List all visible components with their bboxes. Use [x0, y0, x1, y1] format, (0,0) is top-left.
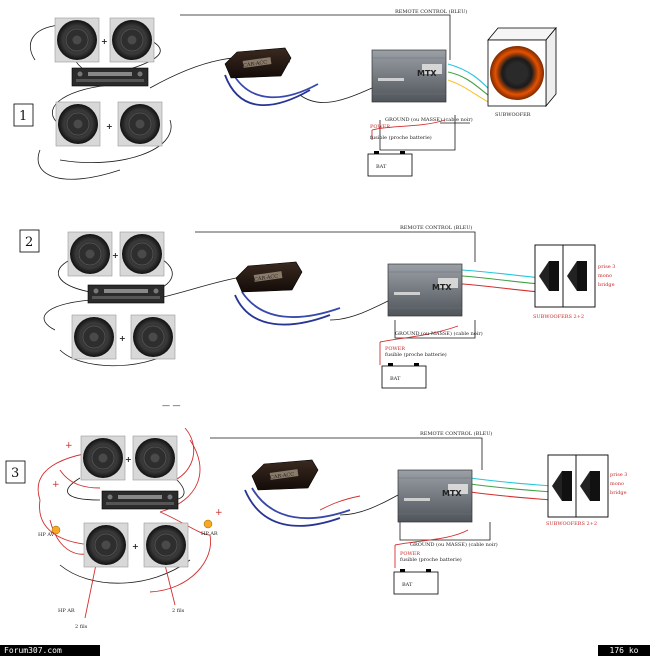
panel-3-side-label-1: prise 3 — [610, 472, 628, 478]
panel-3-plus-rear: + — [132, 542, 139, 551]
panel-1-plus-rear: + — [106, 122, 113, 131]
panel-2: 2 + + CAR-ACC — [19, 224, 616, 389]
panel-1-number: 1 — [19, 109, 27, 124]
panel-3-battery — [393, 568, 439, 595]
panel-3-rca — [244, 487, 351, 527]
panel-2-number-box — [19, 229, 40, 253]
panel-2-speaker-rear-right — [130, 314, 176, 360]
panel-2-plus-rear: + — [119, 334, 126, 343]
panel-2-speaker-rear-left — [71, 314, 117, 360]
panel-2-ground-label: GROUND (ou MASSE) (cable noir) — [395, 330, 483, 337]
panel-2-subwoofer-box — [534, 244, 596, 308]
panel-3-sub-label: SUBWOOFERS 2+2 — [546, 521, 597, 527]
panel-3-subwoofer-box — [547, 454, 609, 518]
panel-3: 3 — [5, 427, 628, 630]
panel-3-plus-2: + — [65, 441, 73, 451]
panel-3-head-unit — [101, 490, 179, 510]
panel-3-tap-left — [51, 525, 61, 535]
panel-1-speaker-rear-left — [55, 101, 101, 147]
panel-2-battery-label: BAT — [390, 376, 401, 382]
panel-1-battery — [367, 150, 413, 177]
panel-1-speaker-front-left — [54, 17, 100, 63]
panel-1-speaker-rear-right — [117, 101, 163, 147]
panel-2-plus-front: + — [112, 251, 119, 260]
panel-2-rca — [234, 291, 341, 326]
panel-2-converter-brand: CAR-ACC — [254, 274, 279, 283]
panel-1-remote-label: REMOTE CONTROL (BLEU) — [395, 8, 467, 15]
panel-1-battery-label: BAT — [376, 164, 387, 170]
panel-1-subwoofer — [487, 26, 557, 108]
panel-1-plus-front: + — [101, 37, 108, 46]
panel-1-sub-wires — [447, 63, 493, 105]
panel-1-number-box — [13, 103, 34, 127]
panel-2-fuse-label: fusible (proche batterie) — [385, 351, 447, 358]
panel-2-speaker-front-right — [119, 231, 165, 277]
panel-2-battery — [381, 362, 427, 389]
panel-1-amp-brand: MTX — [417, 69, 437, 78]
panel-3-amp-brand: MTX — [442, 489, 462, 498]
panel-3-tap-right — [203, 519, 213, 529]
panel-3-out-label-1: HP AV — [38, 532, 55, 538]
footer-bar: Forum307.com 176 ko — [0, 645, 650, 656]
panel-3-speaker-front-left — [80, 435, 126, 481]
panel-1-converter-brand: CAR-ACC — [243, 60, 268, 69]
panel-2-sub-wires — [461, 269, 541, 293]
panel-2-side-label-3: bridge — [598, 282, 615, 288]
panel-3-sub-wires — [469, 477, 553, 501]
loose-dashes: — — — [162, 401, 181, 410]
panel-3-power-label: POWER — [400, 551, 420, 557]
panel-3-side-label-2: mono — [610, 481, 624, 487]
panel-3-plus-1: + — [52, 480, 60, 490]
panel-2-side-label-1: prise 3 — [598, 264, 616, 270]
panel-2-amp-brand: MTX — [432, 283, 452, 292]
panel-1-fuse-label: fusible (proche batterie) — [370, 134, 432, 141]
panel-3-fuse-label: fusible (proche batterie) — [400, 556, 462, 563]
panel-1-speaker-front-right — [109, 17, 155, 63]
panel-3-battery-label: BAT — [402, 582, 413, 588]
panel-1-ground-label: GROUND (ou MASSE) (cable noir) — [385, 116, 473, 123]
panel-3-out-label-3: HP AR — [58, 608, 75, 614]
panel-3-speaker-rear-left — [83, 522, 129, 568]
panel-3-plus-front: + — [125, 455, 132, 464]
footer-site: Forum307.com — [0, 645, 100, 656]
panel-3-tap-label-2: 2 fils — [172, 608, 185, 614]
panel-3-speaker-front-right — [132, 435, 178, 481]
panel-3-converter-brand: CAR-ACC — [270, 472, 295, 481]
panel-2-speaker-front-left — [67, 231, 113, 277]
panel-2-sub-label: SUBWOOFERS 2+2 — [533, 314, 584, 320]
panel-3-remote-label: REMOTE CONTROL (BLEU) — [420, 430, 492, 437]
panel-2-head-unit — [87, 284, 165, 304]
panel-3-number-box — [5, 460, 26, 484]
panel-1-power-label: POWER — [370, 124, 390, 130]
panel-2-remote-label: REMOTE CONTROL (BLEU) — [400, 224, 472, 231]
panel-3-number: 3 — [11, 466, 19, 481]
panel-2-side-label-2: mono — [598, 273, 612, 279]
panel-3-side-label-3: bridge — [610, 490, 627, 496]
panel-3-out-label-2: HP AR — [201, 531, 218, 537]
panel-2-power-label: POWER — [385, 346, 405, 352]
panel-3-plus-3: + — [215, 508, 223, 518]
panel-1-head-unit — [71, 67, 149, 87]
panel-2-number: 2 — [25, 235, 33, 250]
footer-size: 176 ko — [598, 645, 650, 656]
panel-3-speaker-rear-right — [143, 522, 189, 568]
panel-3-tap-label-1: 2 fils — [75, 624, 88, 630]
panel-1-sub-label: SUBWOOFER — [495, 112, 531, 118]
panel-3-ground-label: GROUND (ou MASSE) (cable noir) — [410, 541, 498, 548]
panel-1: 1 + — [13, 8, 557, 180]
panel-1-rca — [224, 71, 319, 107]
